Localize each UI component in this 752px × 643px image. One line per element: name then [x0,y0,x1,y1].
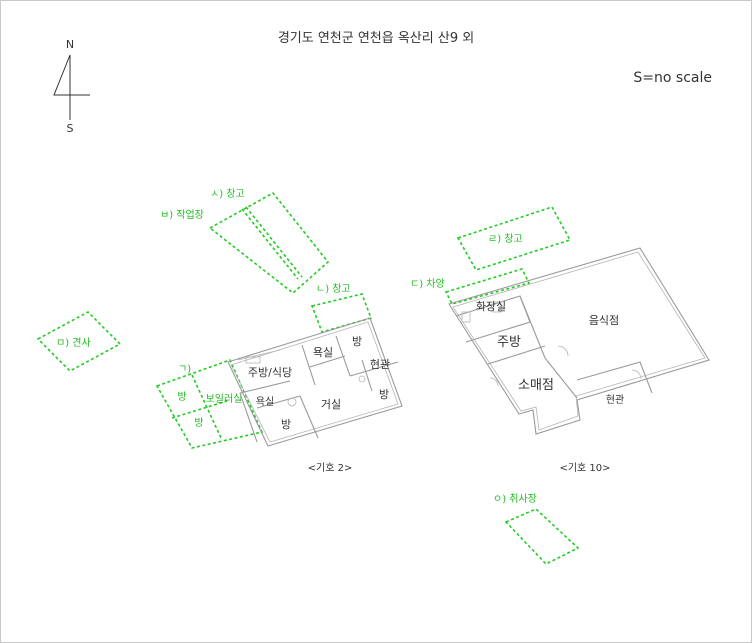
building-10-caption: <기호 10> [559,462,610,474]
marker-label-rieul: ㄹ) 창고 [488,233,523,245]
room-bath-left: 욕실 [256,396,274,408]
marker-giyeok-annex [155,358,264,449]
room-entrance-10: 현관 [606,394,624,406]
compass-south-label: S [67,122,74,135]
building-10-plan [448,247,710,435]
room-store: 소매점 [518,378,554,393]
room-top: 방 [352,335,362,348]
marker-label-ieung: ㅇ) 취사장 [493,493,537,505]
annex-room-bottom: 방 [194,417,203,429]
compass-north-label: N [66,38,74,51]
marker-nieun-outline [310,293,373,333]
marker-digeut-outline [444,268,531,305]
marker-label-digeut: ㄷ) 차양 [410,278,445,290]
marker-label-bieup: ㅂ) 작업장 [160,208,204,221]
room-kitchen-dining: 주방/식당 [248,366,292,379]
building-2-caption: <기호 2> [308,462,353,474]
building-2-plan [227,317,403,447]
marker-label-mieum: ㅁ) 견사 [56,337,91,349]
scale-note: S=no scale [633,70,712,86]
room-right: 방 [379,388,389,401]
marker-label-nieun: ㄴ) 창고 [316,283,351,295]
marker-label-giyeok: ㄱ) [178,364,191,375]
marker-ieung-outline [504,508,580,565]
room-bottom: 방 [281,418,291,431]
marker-sa-bieup [208,191,330,295]
room-kitchen-10: 주방 [497,335,521,350]
annex-boiler-room: 보일러실 [206,393,243,405]
room-entrance-2: 현관 [370,358,390,371]
marker-label-sa: ㅅ) 창고 [210,188,245,200]
room-living: 거실 [321,398,341,411]
room-restaurant: 음식점 [589,314,619,327]
room-bath-top: 욕실 [313,346,333,359]
room-restroom: 화장실 [476,300,506,313]
plan-title: 경기도 연천군 연천읍 옥산리 산9 외 [278,31,474,46]
annex-room-top: 방 [177,391,186,403]
north-arrow-icon: N S [53,38,90,135]
